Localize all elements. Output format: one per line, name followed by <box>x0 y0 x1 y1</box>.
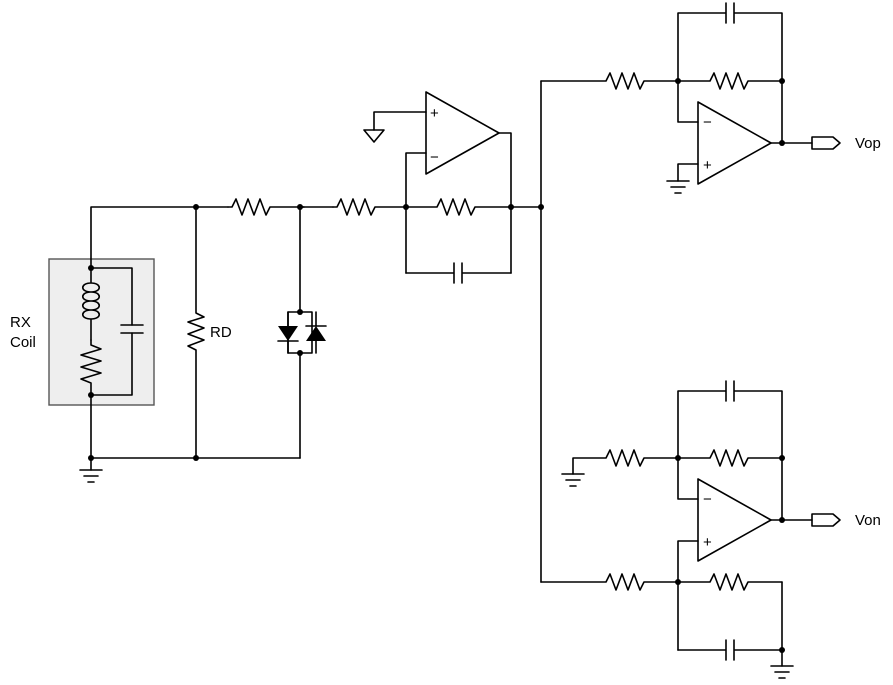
rx-coil-internal <box>80 267 144 396</box>
opamp-2-feedback-capacitor <box>677 2 783 144</box>
ground-symbol-opamp1 <box>363 129 385 143</box>
opamp-2-minus-wire <box>677 80 699 123</box>
rd-label: RD <box>210 324 232 341</box>
von-terminal <box>811 513 841 527</box>
rx-coil-label-line1: RX <box>10 314 31 331</box>
opamp-3-plus: + <box>703 534 712 551</box>
opamp-1-plus-wire <box>373 111 427 131</box>
diode-down <box>278 326 298 341</box>
diode-pair <box>277 206 327 459</box>
opamp-3-plus-wire <box>677 540 699 651</box>
wire-top-left <box>90 206 229 269</box>
opamp-2-input-resistor <box>540 72 679 90</box>
opamp-3-feedback-resistor <box>677 449 783 467</box>
opamp-1-output-wire <box>498 132 512 274</box>
coil-resistor <box>80 339 102 396</box>
opamp-2 <box>697 101 772 185</box>
ground-symbol-opamp3-pos <box>770 665 794 679</box>
opamp-3 <box>697 478 772 562</box>
opamp-1-minus-wire <box>405 152 427 274</box>
rx-coil-box <box>48 258 155 406</box>
von-label: Von <box>855 512 881 529</box>
coil-inductor <box>81 267 101 341</box>
resistor-series-1 <box>227 198 305 216</box>
opamp-3-input-resistor <box>540 573 679 591</box>
vop-terminal <box>811 136 841 150</box>
junction-dots <box>88 78 785 653</box>
ground-symbol-left <box>79 469 103 483</box>
opamp-3-minus-wire <box>677 457 699 500</box>
ground-symbol-opamp2 <box>666 180 690 194</box>
opamp-1 <box>425 91 500 175</box>
diode-up <box>306 326 326 341</box>
rx-coil-label-line2: Coil <box>10 334 36 351</box>
opamp-3-divider-resistor <box>677 573 783 591</box>
opamp-3-minus: − <box>703 491 712 508</box>
opamp-1-feedback-capacitor <box>405 262 512 284</box>
opamp-2-feedback-resistor <box>677 72 783 90</box>
coil-parallel-wire <box>90 267 133 396</box>
opamp-1-feedback-resistor <box>405 198 512 216</box>
resistor-series-2 <box>332 198 407 216</box>
opamp-2-minus: − <box>703 114 712 131</box>
opamp-2-plus: + <box>703 157 712 174</box>
opamp-3-divider-capacitor <box>677 639 783 661</box>
resistor-rd <box>187 206 205 459</box>
ground-symbol-opamp3-neg <box>561 473 585 487</box>
opamp-3-feedback-capacitor <box>677 380 783 521</box>
opamp-1-plus: + <box>430 105 439 122</box>
coil-capacitor <box>120 324 144 334</box>
vop-label: Vop <box>855 135 881 152</box>
opamp-2-plus-wire <box>677 163 699 182</box>
opamp-1-minus: − <box>430 149 439 166</box>
opamp-3-ground-resistor <box>572 449 679 475</box>
